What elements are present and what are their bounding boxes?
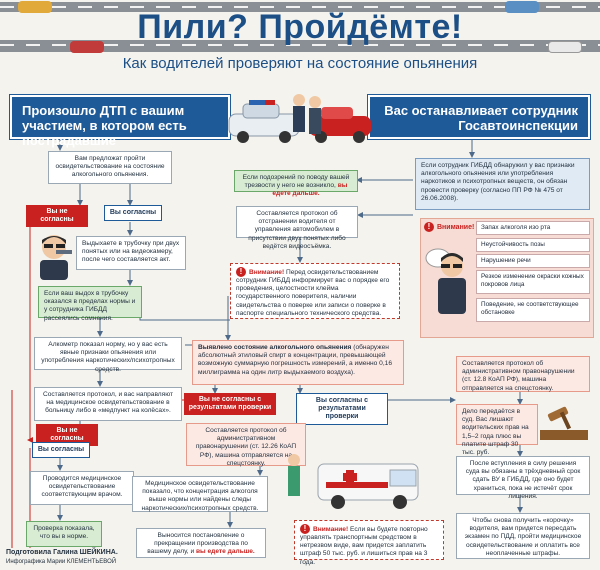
breathalyzer-box: Выдыхаете в трубочку при двух понятых ил…	[76, 236, 186, 270]
banner-stopped: Вас останавливает сотрудник Госавтоинспе…	[368, 95, 590, 139]
banner-accident: Произошло ДТП с вашим участием, в которо…	[10, 95, 230, 148]
court-box: Дело передаётся в суд. Вас лишают водите…	[456, 404, 538, 456]
judge-gavel-illustration	[540, 406, 588, 440]
car-icon	[18, 1, 52, 13]
disagree-result-badge: Вы не согласны с результатами проверки	[184, 393, 276, 415]
attention-text: Перед освидетельствованием сотрудник ГИБ…	[236, 268, 390, 317]
check-ok-box: Проверка показала, что вы в норме.	[26, 521, 102, 547]
symptom-item: Нарушение речи	[476, 254, 590, 268]
exclamation-icon: !	[424, 222, 434, 232]
removal-protocol-box: Составляется протокол об отстранении вод…	[236, 206, 358, 250]
attention-symptoms-header: !Внимание!	[424, 222, 474, 232]
page-title: Пили? Пройдёмте!	[137, 8, 463, 46]
page-subtitle: Как водителей проверяют на состояние опь…	[122, 55, 478, 72]
agree-badge-2: Вы согласны	[32, 442, 90, 458]
repeat-offense-box: !Внимание! Если вы будете повторно управ…	[294, 520, 444, 566]
repeat-attention-text: Если вы будете повторно управлять трансп…	[300, 525, 428, 566]
symptom-item: Резкое изменение окраски кожных покровов…	[476, 270, 590, 294]
agree-result-badge: Вы согласны с результатами проверки	[296, 393, 388, 425]
no-suspicion-highlight: вы едете дальше.	[272, 182, 348, 198]
exclamation-icon: !	[236, 267, 246, 277]
symptom-item: Неустойчивость позы	[476, 238, 590, 252]
admin-protocol-center-box: Составляется протокол об административно…	[186, 423, 306, 467]
attention-info-box: !Внимание! Перед освидетельствованием со…	[230, 263, 400, 319]
normal-but-signs-box: Алкометр показал норму, но у вас есть яв…	[34, 337, 182, 373]
protocol-medical-box: Составляется протокол, и вас направляют …	[34, 387, 182, 421]
disagree-badge-2: Вы не согласны	[36, 424, 98, 446]
inspector-signs-box: Если сотрудник ГИБДД обнаружил у вас при…	[415, 158, 590, 210]
driver-breathalyzer-illustration	[40, 235, 72, 280]
symptom-item: Поведение, не соответствующее обстановке	[476, 298, 590, 322]
road-bottom	[0, 40, 600, 52]
car-icon	[548, 41, 582, 53]
credit-graphics: Инфографика Марии КЛЕМЕНТЬЕВОЙ	[6, 559, 117, 565]
offer-test-box: Вам предложат пройти освидетельствование…	[48, 151, 172, 184]
admin-protocol-right-box: Составляется протокол об административно…	[456, 356, 590, 392]
attention-label: Внимание!	[249, 268, 285, 276]
car-icon	[70, 41, 104, 53]
terminated-text: Выносится постановление о прекращении пр…	[147, 532, 248, 556]
alcohol-detected-box: Выявлено состояние алкогольного опьянени…	[192, 340, 404, 385]
agree-badge-1: Вы согласны	[104, 205, 162, 221]
within-norm-box: Если ваш выдох в трубочку оказался в пре…	[38, 286, 142, 322]
no-suspicion-box: Если подозрений по поводу вашей трезвост…	[234, 170, 358, 197]
road-top	[0, 2, 600, 12]
repeat-attention-label: Внимание!	[313, 525, 349, 533]
symptoms-attention-label: Внимание!	[437, 223, 475, 231]
ambulance-illustration	[288, 454, 419, 509]
after-court-box: После вступления в силу решения суда вы …	[456, 456, 590, 500]
car-icon	[505, 1, 539, 13]
terminated-box: Выносится постановление о прекращении пр…	[136, 528, 266, 558]
alcohol-detected-text: (обнаружен абсолютный этиловый спирт в к…	[198, 344, 393, 376]
medical-exam-box: Проводится медицинское освидетельствован…	[30, 471, 134, 505]
medical-result-box: Медицинское освидетельствование показало…	[132, 476, 268, 512]
symptom-item: Запах алкоголя изо рта	[476, 221, 590, 235]
disagree-badge-1: Вы не согласны	[26, 205, 88, 227]
alcohol-detected-label: Выявлено состояние алкогольного опьянени…	[198, 344, 352, 351]
credit-author: Подготовила Галина ШЕЙКИНА.	[6, 549, 118, 556]
no-suspicion-text: Если подозрений по поводу вашей трезвост…	[242, 174, 350, 190]
terminated-highlight: вы едете дальше.	[195, 548, 255, 556]
drunk-driver-illustration	[425, 248, 466, 314]
exclamation-icon: !	[300, 524, 310, 534]
return-license-box: Чтобы снова получить «корочку» водителя,…	[456, 513, 590, 559]
police-scene-illustration	[228, 94, 371, 143]
